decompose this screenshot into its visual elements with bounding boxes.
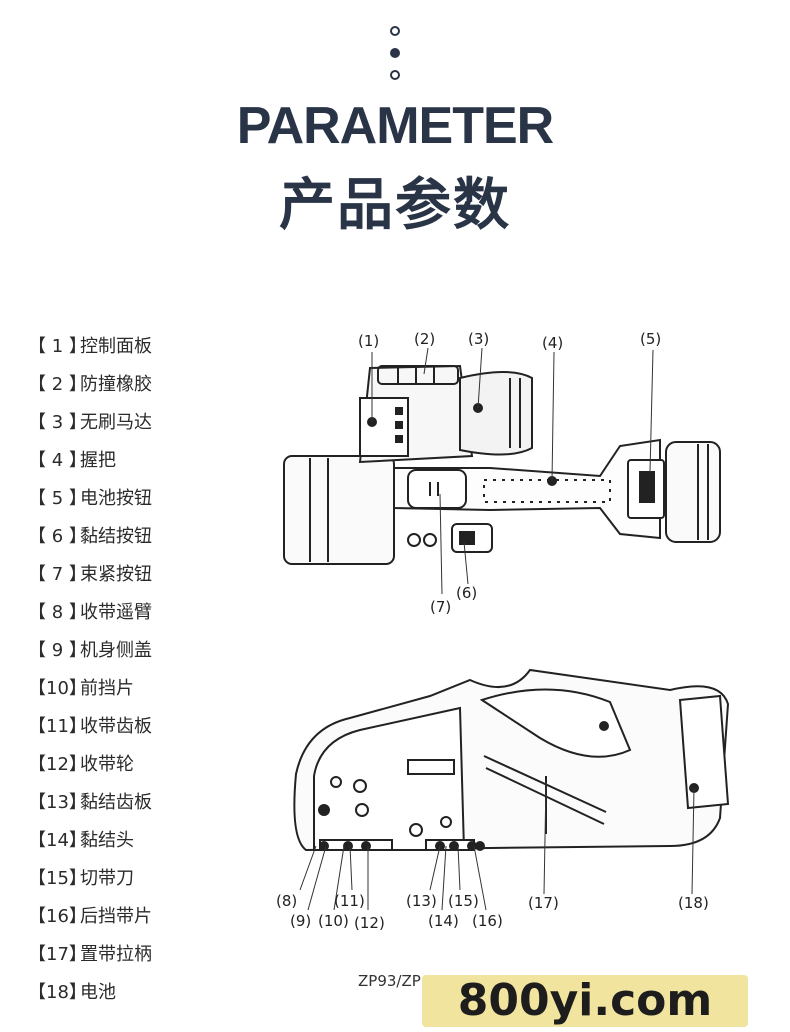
legend-label: 控制面板 xyxy=(80,336,152,357)
dot-hollow xyxy=(390,26,400,36)
legend-label: 黏结齿板 xyxy=(80,792,152,813)
legend-number: 【13】 xyxy=(28,792,87,813)
legend-label: 电池按钮 xyxy=(80,488,152,509)
legend-label: 无刷马达 xyxy=(80,412,152,433)
diagram-caption: ZP93/ZP xyxy=(358,972,421,990)
legend-label: 黏结按钮 xyxy=(80,526,152,547)
callout-label: (16) xyxy=(472,912,503,930)
legend-number: 【14】 xyxy=(28,830,87,851)
callout-label: (15) xyxy=(448,892,479,910)
callout-label: (17) xyxy=(528,894,559,912)
page-title-zh: 产品参数 xyxy=(279,173,511,238)
product-diagram: (1)(2)(3)(4)(5)(6)(7) (8)(9)(10)(11)( xyxy=(276,330,730,932)
legend-item: 【13】黏结齿板 xyxy=(28,788,152,826)
legend-number: 【15】 xyxy=(28,868,87,889)
callout-label: (6) xyxy=(456,584,477,602)
callout-label: (1) xyxy=(358,332,379,350)
callout-label: (11) xyxy=(334,892,365,910)
callout-label: (14) xyxy=(428,912,459,930)
legend-label: 防撞橡胶 xyxy=(80,374,152,395)
parts-legend: 【 1 】控制面板【 2 】防撞橡胶【 3 】无刷马达【 4 】握把【 5 】电… xyxy=(28,332,152,1016)
dot-hollow xyxy=(390,70,400,80)
legend-number: 【11】 xyxy=(28,716,87,737)
legend-item: 【 8 】收带遥臂 xyxy=(28,598,152,636)
top-leaders xyxy=(371,347,654,595)
legend-number: 【 6 】 xyxy=(28,526,87,547)
legend-label: 后挡带片 xyxy=(80,906,152,927)
legend-number: 【 4 】 xyxy=(28,450,87,471)
callout-label: (9) xyxy=(290,912,311,930)
legend-number: 【 1 】 xyxy=(28,336,87,357)
callout-label: (4) xyxy=(542,334,563,352)
watermark-logo: 800yi.com xyxy=(422,975,748,1027)
bottom-callouts: (8) (9) (10) (11) (12) (13) (14) (15) (16) (17) (1… xyxy=(276,892,709,932)
legend-label: 前挡片 xyxy=(80,678,134,699)
legend-number: 【 3 】 xyxy=(28,412,87,433)
legend-number: 【17】 xyxy=(28,944,87,965)
callout-label: (18) xyxy=(678,894,709,912)
legend-item: 【10】前挡片 xyxy=(28,674,152,712)
dot-filled xyxy=(390,48,400,58)
legend-number: 【 5 】 xyxy=(28,488,87,509)
legend-number: 【18】 xyxy=(28,982,87,1003)
legend-label: 置带拉柄 xyxy=(80,944,152,965)
callout-label: (10) xyxy=(318,912,349,930)
legend-label: 收带遥臂 xyxy=(80,602,152,623)
legend-number: 【12】 xyxy=(28,754,87,775)
top-callouts: (1) (2) (3) (4) (5) (6) (7) xyxy=(358,330,661,616)
legend-item: 【 3 】无刷马达 xyxy=(28,408,152,446)
legend-item: 【 1 】控制面板 xyxy=(28,332,152,370)
legend-label: 握把 xyxy=(80,450,116,471)
legend-item: 【 2 】防撞橡胶 xyxy=(28,370,152,408)
legend-number: 【16】 xyxy=(28,906,87,927)
bottom-leaders xyxy=(299,781,695,911)
legend-item: 【 5 】电池按钮 xyxy=(28,484,152,522)
legend-number: 【 2 】 xyxy=(28,374,87,395)
legend-number: 【 9 】 xyxy=(28,640,87,661)
legend-item: 【 7 】束紧按钮 xyxy=(28,560,152,598)
legend-number: 【 8 】 xyxy=(28,602,87,623)
decor-dots xyxy=(387,26,403,82)
legend-label: 电池 xyxy=(80,982,116,1003)
tool-bottom-view xyxy=(293,668,730,852)
callout-label: (8) xyxy=(276,892,297,910)
legend-item: 【18】电池 xyxy=(28,978,152,1016)
callout-label: (13) xyxy=(406,892,437,910)
legend-label: 束紧按钮 xyxy=(80,564,152,585)
legend-item: 【14】黏结头 xyxy=(28,826,152,864)
legend-label: 收带轮 xyxy=(80,754,134,775)
legend-number: 【10】 xyxy=(28,678,87,699)
callout-label: (12) xyxy=(354,914,385,932)
callout-label: (7) xyxy=(430,598,451,616)
tool-top-view xyxy=(283,364,721,565)
callout-label: (2) xyxy=(414,330,435,348)
legend-label: 黏结头 xyxy=(80,830,134,851)
legend-item: 【 4 】握把 xyxy=(28,446,152,484)
legend-item: 【 6 】黏结按钮 xyxy=(28,522,152,560)
legend-label: 收带齿板 xyxy=(80,716,152,737)
legend-item: 【11】收带齿板 xyxy=(28,712,152,750)
legend-item: 【 9 】机身侧盖 xyxy=(28,636,152,674)
callout-label: (5) xyxy=(640,330,661,348)
legend-item: 【16】后挡带片 xyxy=(28,902,152,940)
legend-number: 【 7 】 xyxy=(28,564,87,585)
legend-label: 机身侧盖 xyxy=(80,640,152,661)
legend-item: 【12】收带轮 xyxy=(28,750,152,788)
callout-label: (3) xyxy=(468,330,489,348)
legend-item: 【17】置带拉柄 xyxy=(28,940,152,978)
legend-item: 【15】切带刀 xyxy=(28,864,152,902)
page-title-en: PARAMETER xyxy=(236,97,554,155)
legend-label: 切带刀 xyxy=(80,868,134,889)
